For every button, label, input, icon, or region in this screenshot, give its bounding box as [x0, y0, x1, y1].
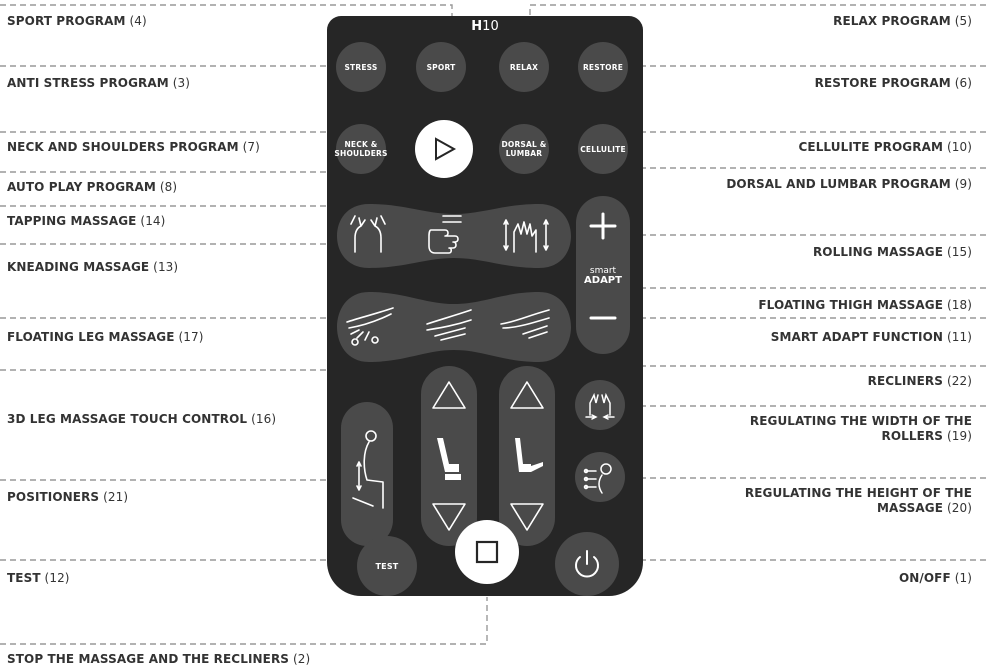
label-relax-program: RELAX PROGRAM (5) [833, 14, 972, 28]
dorsal-lumbar-button[interactable]: DORSAL &LUMBAR [499, 124, 549, 174]
smart-adapt-minus-button[interactable] [589, 310, 617, 326]
roller-width-button[interactable] [575, 380, 625, 430]
label-width-rollers: REGULATING THE WIDTH OF THE ROLLERS (19) [749, 414, 972, 443]
label-anti-stress-program: ANTI STRESS PROGRAM (3) [7, 76, 191, 90]
floating-thigh-icon[interactable] [499, 306, 551, 342]
label-stop-massage: STOP THE MASSAGE AND THE RECLINERS (2) [7, 652, 311, 666]
recliner-back-pill [421, 366, 477, 546]
label-tapping-massage: TAPPING MASSAGE (14) [7, 214, 166, 228]
kneading-massage-icon[interactable] [425, 212, 467, 258]
floating-leg-icon[interactable] [345, 304, 397, 350]
label-cellulite-program: CELLULITE PROGRAM (10) [798, 140, 972, 154]
leader-stop [0, 597, 488, 645]
recliner-leg-controls[interactable] [509, 376, 545, 536]
label-recliners: RECLINERS (22) [867, 374, 972, 388]
label-neck-shoulders-program: NECK AND SHOULDERS PROGRAM (7) [7, 140, 260, 154]
floating-leg-wave-icon[interactable] [425, 308, 473, 342]
restore-button[interactable]: RESTORE [578, 42, 628, 92]
smart-adapt-pill [576, 196, 630, 354]
tapping-massage-icon[interactable] [347, 212, 389, 258]
stop-button[interactable] [455, 520, 519, 584]
recliner-back-down-icon [432, 503, 466, 531]
auto-play-button[interactable] [415, 120, 473, 178]
label-kneading-massage: KNEADING MASSAGE (13) [7, 260, 179, 274]
label-height-massage: REGULATING THE HEIGHT OF THE MASSAGE (20… [744, 486, 972, 515]
model-name: H10 [471, 19, 499, 34]
label-rolling-massage: ROLLING MASSAGE (15) [812, 245, 972, 259]
positioners-pill [341, 402, 393, 546]
power-button[interactable] [555, 532, 619, 596]
roller-width-icon [585, 392, 615, 420]
stress-button[interactable]: STRESS [336, 42, 386, 92]
label-on-off: ON/OFF (1) [898, 571, 972, 585]
power-icon [575, 550, 599, 578]
label-sport-program: SPORT PROGRAM (4) [7, 14, 147, 28]
play-icon [435, 137, 457, 161]
label-3d-leg-massage: 3D LEG MASSAGE TOUCH CONTROL (16) [7, 412, 277, 426]
leg-positioner-icon[interactable] [349, 428, 389, 518]
label-restore-program: RESTORE PROGRAM (6) [814, 76, 972, 90]
label-dorsal-lumbar-program: DORSAL AND LUMBAR PROGRAM (9) [726, 177, 972, 191]
neck-shoulders-button[interactable]: NECK &SHOULDERS [334, 124, 387, 174]
recliner-leg-pill [499, 366, 555, 546]
leader-3dleg [0, 355, 365, 371]
recliner-leg-up-icon [510, 381, 544, 409]
massage-height-button[interactable] [575, 452, 625, 502]
label-floating-thigh-massage: FLOATING THIGH MASSAGE (18) [758, 298, 972, 312]
stop-icon [475, 540, 499, 564]
recliner-back-up-icon [432, 381, 466, 409]
sport-button[interactable]: SPORT [416, 42, 466, 92]
floating-massage-pill [337, 292, 571, 362]
smart-adapt-plus-button[interactable] [589, 212, 617, 240]
relax-button[interactable]: RELAX [499, 42, 549, 92]
label-test: TEST (12) [7, 571, 70, 585]
recliner-back-controls[interactable] [431, 376, 467, 536]
cellulite-button[interactable]: CELLULITE [578, 124, 628, 174]
recliner-leg-down-icon [510, 503, 544, 531]
label-floating-leg-massage: FLOATING LEG MASSAGE (17) [7, 330, 204, 344]
remote-control: H10 STRESS SPORT RELAX RESTORE NECK &SHO… [327, 16, 643, 596]
label-positioners: POSITIONERS (21) [7, 490, 129, 504]
massage-height-icon [583, 463, 612, 494]
label-smart-adapt-function: SMART ADAPT FUNCTION (11) [770, 330, 972, 344]
rolling-massage-icon[interactable] [502, 212, 550, 258]
test-button[interactable]: TEST [357, 536, 417, 596]
label-auto-play-program: AUTO PLAY PROGRAM (8) [7, 180, 178, 194]
leader-relax [529, 4, 986, 23]
